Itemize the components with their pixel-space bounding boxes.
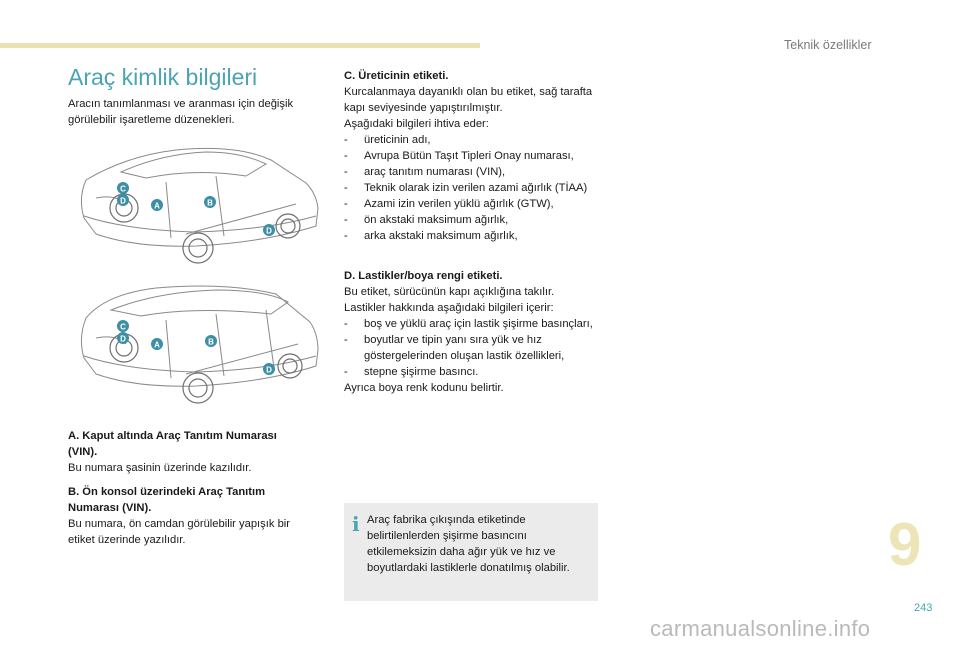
section-c-para1: Kurcalanmaya dayanıklı olan bu etiket, s… — [344, 86, 593, 114]
section-d-para1: Bu etiket, sürücünün kapı açıklığına tak… — [344, 286, 555, 298]
list-item: Avrupa Bütün Taşıt Tipleri Onay numarası… — [344, 148, 604, 164]
info-box — [344, 503, 598, 601]
watermark: carmanualsonline.info — [650, 616, 871, 641]
info-icon: i — [352, 512, 360, 536]
section-label: Teknik özellikler — [784, 38, 872, 52]
list-item: stepne şişirme basıncı. — [344, 364, 604, 380]
svg-text:A: A — [154, 202, 160, 211]
marker-b: B — [205, 335, 217, 347]
marker-d-front: D — [117, 332, 129, 344]
svg-text:B: B — [207, 199, 213, 208]
section-d-title: D. Lastikler/boya rengi etiketi. — [344, 270, 503, 282]
section-d-list: boş ve yüklü araç için lastik şişirme ba… — [344, 316, 604, 380]
list-item: boş ve yüklü araç için lastik şişirme ba… — [344, 316, 604, 332]
section-d-para3: Ayrıca boya renk kodunu belirtir. — [344, 382, 504, 394]
section-d-para2: Lastikler hakkında aşağıdaki bilgileri i… — [344, 302, 554, 314]
section-c: C. Üreticinin etiketi. Kurcalanmaya daya… — [344, 68, 604, 244]
marker-a: A — [151, 338, 163, 350]
svg-text:D: D — [120, 335, 126, 344]
list-item: arka akstaki maksimum ağırlık, — [344, 228, 604, 244]
list-item: Azami izin verilen yüklü ağırlık (GTW), — [344, 196, 604, 212]
info-text: Araç fabrika çıkışında etiketinde belirt… — [367, 514, 570, 574]
list-item: boyutlar ve tipin yanı sıra yük ve hız g… — [344, 332, 604, 364]
marker-c: C — [117, 320, 129, 332]
svg-text:C: C — [120, 323, 126, 332]
list-item: Teknik olarak izin verilen azami ağırlık… — [344, 180, 604, 196]
section-d: D. Lastikler/boya rengi etiketi. Bu etik… — [344, 268, 604, 396]
section-c-list: üreticinin adı, Avrupa Bütün Taşıt Tiple… — [344, 132, 604, 244]
marker-d-rear: D — [263, 363, 275, 375]
marker-d-front: D — [117, 194, 129, 206]
marker-c: C — [117, 182, 129, 194]
section-a-text: Bu numara şasinin üzerinde kazılıdır. — [68, 462, 252, 474]
section-b-text: Bu numara, ön camdan görülebilir yapışık… — [68, 518, 290, 546]
svg-text:D: D — [266, 366, 272, 375]
intro-text: Aracın tanımlanması ve aranması için değ… — [68, 98, 294, 126]
header-band — [0, 43, 480, 48]
page-title: Araç kimlik bilgileri — [68, 64, 258, 90]
section-b-title: B. Ön konsol üzerindeki Araç Tanıtım Num… — [68, 486, 266, 514]
page-number: 243 — [914, 602, 933, 614]
marker-a: A — [151, 199, 163, 211]
wagon-illustration: C D A B D — [80, 285, 319, 404]
svg-text:D: D — [266, 227, 272, 236]
svg-text:D: D — [120, 197, 126, 206]
marker-b: B — [204, 196, 216, 208]
section-c-para2: Aşağıdaki bilgileri ihtiva eder: — [344, 118, 489, 130]
svg-text:B: B — [208, 338, 214, 347]
section-c-title: C. Üreticinin etiketi. — [344, 70, 449, 82]
list-item: araç tanıtım numarası (VIN), — [344, 164, 604, 180]
marker-d-rear: D — [263, 224, 275, 236]
svg-text:C: C — [120, 185, 126, 194]
svg-text:A: A — [154, 341, 160, 350]
list-item: ön akstaki maksimum ağırlık, — [344, 212, 604, 228]
list-item: üreticinin adı, — [344, 132, 604, 148]
section-b: B. Ön konsol üzerindeki Araç Tanıtım Num… — [68, 484, 308, 548]
section-a-title: A. Kaput altında Araç Tanıtım Numarası (… — [68, 430, 277, 458]
section-a: A. Kaput altında Araç Tanıtım Numarası (… — [68, 428, 308, 476]
sedan-illustration: C D A B D — [80, 147, 319, 264]
chapter-number: 9 — [888, 511, 922, 578]
